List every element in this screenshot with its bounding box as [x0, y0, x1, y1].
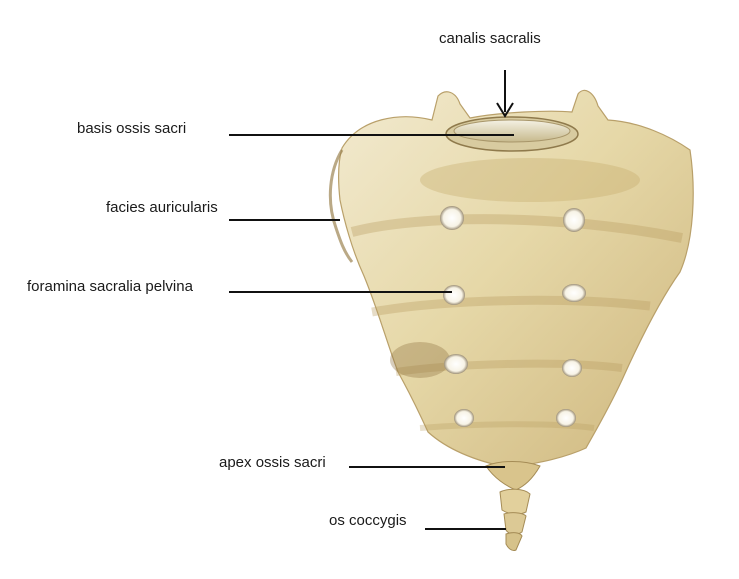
foramen-4-left [454, 409, 474, 427]
sacral-base-surface [453, 119, 571, 143]
coccyx-segment-2 [499, 488, 531, 515]
label-os-coccygis: os coccygis [329, 512, 407, 529]
foramen-4-right [556, 409, 576, 427]
foramen-2-left [443, 285, 465, 305]
coccyx-bone [485, 461, 541, 551]
transverse-ridge-2 [371, 295, 651, 317]
label-basis-ossis-sacri: basis ossis sacri [77, 120, 187, 137]
shadow-upper [420, 158, 640, 202]
label-facies-auricularis: facies auricularis [106, 199, 218, 216]
foramen-1-left [440, 206, 464, 230]
coccyx-segment-4 [505, 532, 523, 551]
transverse-ridge-4 [419, 421, 595, 431]
foramen-2-right [562, 284, 586, 302]
transverse-ridge-3 [395, 359, 623, 376]
coccyx-segment-1 [485, 461, 541, 491]
arrow-canalis-head [496, 102, 514, 118]
sacrum-bone [328, 89, 694, 469]
label-apex-ossis-sacri: apex ossis sacri [219, 454, 326, 471]
coccyx-segment-3 [503, 512, 527, 535]
label-canalis-sacralis: canalis sacralis [439, 30, 541, 47]
sacrum-body [338, 89, 694, 469]
label-foramina-sacralia-pelvina: foramina sacralia pelvina [27, 278, 193, 295]
shadow-left [390, 342, 450, 378]
auricular-surface [328, 149, 354, 263]
foramen-1-right [563, 208, 585, 232]
leader-lines [229, 70, 514, 530]
foramen-3-right [562, 359, 582, 377]
transverse-ridge-1 [350, 214, 683, 243]
foramen-3-left [444, 354, 468, 374]
